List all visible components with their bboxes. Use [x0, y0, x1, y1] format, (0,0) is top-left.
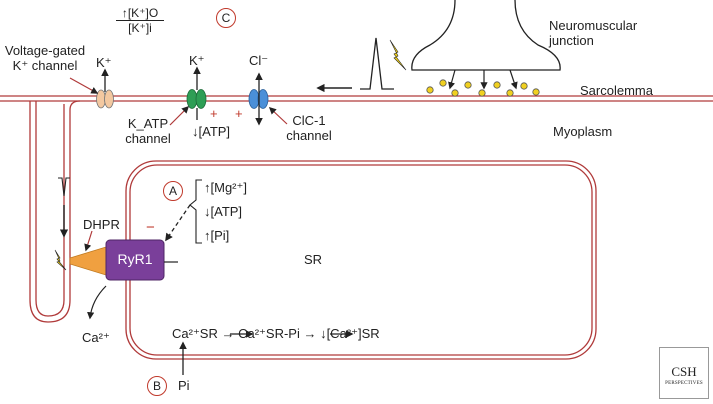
marker-c: C [216, 8, 236, 28]
sarcolemma-membrane [0, 95, 713, 102]
a-list-item-1: ↑[Mg²⁺] [204, 180, 247, 195]
a-list-item-3: ↑[Pi] [204, 228, 230, 243]
k-ratio-denominator: [K⁺]i [128, 21, 152, 35]
dhpr-receptor [69, 246, 107, 276]
clc1-pointer [268, 107, 288, 125]
marker-b: B [147, 376, 167, 396]
voltage-gated-k-label: Voltage-gated K⁺ channel [4, 43, 86, 73]
a-list-item-2: ↓[ATP] [204, 204, 243, 219]
k-label-2: K⁺ [189, 53, 205, 68]
action-potential-waveform [360, 37, 394, 90]
k-label-1: K⁺ [96, 55, 112, 70]
voltage-k-pointer [69, 77, 99, 94]
sarcolemma-label: Sarcolemma [580, 83, 653, 98]
plus-2: + [235, 106, 243, 121]
ttubule-lightning-icon [54, 249, 67, 271]
lightning-bolt-icon [389, 39, 407, 71]
neurotransmitter-arrows [448, 69, 518, 90]
reaction-label: Ca²⁺SR → Ca²⁺SR-Pi → ↓[Ca²⁺]SR [172, 326, 380, 341]
inhibition-arrow [165, 204, 191, 242]
katp-pointer [169, 105, 190, 126]
t-tubule [29, 100, 81, 323]
katp-label: K_ATP channel [125, 116, 171, 146]
ca-release-arrow [87, 285, 107, 320]
sr-label: SR [304, 252, 323, 267]
k-ratio: ↑[K⁺]O [K⁺]i [116, 6, 164, 35]
marker-a: A [163, 181, 183, 201]
minus-sign: − [146, 219, 155, 236]
ryr1-label: RyR1 [117, 251, 153, 267]
csh-perspectives-logo: CSH PERSPECTIVES [659, 347, 709, 399]
pi-label: Pi [178, 378, 190, 393]
dhpr-pointer [84, 230, 93, 252]
dhpr-label: DHPR [83, 217, 120, 232]
logo-line2: PERSPECTIVES [665, 381, 703, 386]
ttubule-waveform [58, 177, 70, 197]
cl-label: Cl⁻ [249, 53, 269, 68]
k-ratio-numerator: ↑[K⁺]O [116, 6, 164, 21]
vesicles [426, 79, 540, 97]
ryr1-channel [105, 239, 165, 281]
clc1-label: ClC-1 channel [286, 113, 332, 143]
logo-line1: CSH [671, 364, 697, 379]
nmj-label: Neuromuscular junction [549, 18, 638, 48]
ca-out-label: Ca²⁺ [82, 330, 110, 345]
a-bracket [189, 179, 202, 244]
nerve-terminal [411, 0, 561, 71]
atp-down-label: ↓[ATP] [192, 124, 231, 139]
katp-channel [186, 89, 207, 109]
myoplasm-label: Myoplasm [553, 124, 613, 139]
voltage-gated-k-channel [96, 89, 114, 109]
plus-1: + [210, 106, 218, 121]
